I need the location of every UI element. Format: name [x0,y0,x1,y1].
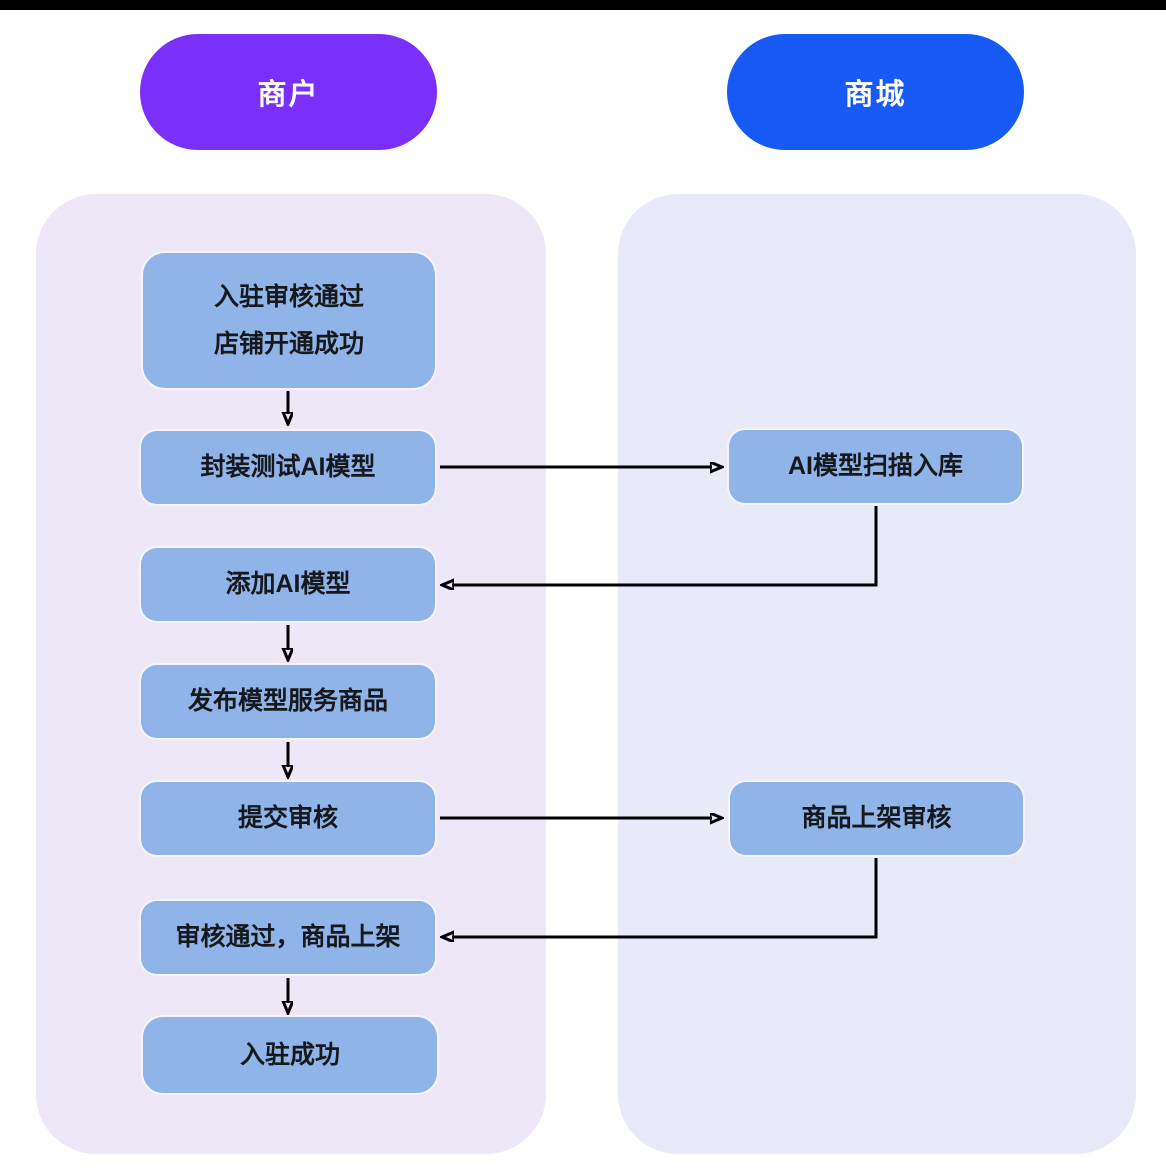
top-black-bar [0,0,1166,10]
node-onboard-approved-line1: 入驻审核通过 [213,283,364,312]
node-submit-review-label: 提交审核 [237,804,338,833]
node-package-test-model: 封装测试AI模型 [139,429,437,506]
node-onboard-success-label: 入驻成功 [239,1040,340,1069]
node-add-ai-model-label: 添加AI模型 [225,570,351,599]
merchant-lane-label: 商户 [257,79,320,111]
node-listing-review: 商品上架审核 [728,780,1025,857]
mall-lane-background [618,194,1136,1154]
node-review-passed-listed: 审核通过，商品上架 [139,899,437,976]
merchant-lane-header: 商户 [140,34,437,150]
node-submit-review: 提交审核 [139,780,437,857]
node-add-ai-model: 添加AI模型 [139,546,437,623]
node-package-test-model-label: 封装测试AI模型 [200,453,376,482]
mall-lane-header: 商城 [727,34,1024,150]
node-publish-model-product: 发布模型服务商品 [139,663,437,740]
node-onboard-success: 入驻成功 [141,1015,439,1095]
mall-lane-label: 商城 [844,79,907,111]
node-model-scan-into-store: AI模型扫描入库 [727,428,1024,505]
node-model-scan-into-store-label: AI模型扫描入库 [787,452,963,481]
node-review-passed-listed-label: 审核通过，商品上架 [175,923,401,952]
node-listing-review-label: 商品上架审核 [801,804,952,833]
node-publish-model-product-label: 发布模型服务商品 [187,687,388,716]
node-onboard-approved-line2: 店铺开通成功 [213,329,364,358]
node-onboard-approved: 入驻审核通过 店铺开通成功 [141,251,437,390]
